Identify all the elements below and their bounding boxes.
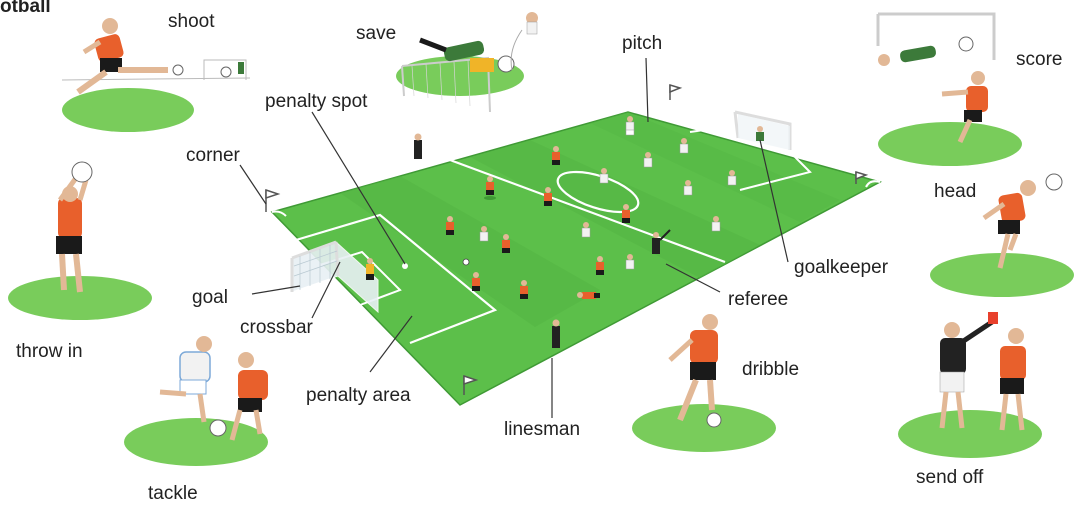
label-throw-in: throw in [16, 341, 83, 362]
label-head: head [934, 181, 977, 202]
label-send-off: send off [916, 467, 984, 488]
orange-team-players [446, 146, 630, 299]
label-crossbar: crossbar [240, 317, 313, 338]
label-penalty-area: penalty area [306, 385, 411, 406]
corner-flags [265, 83, 869, 395]
label-dribble: dribble [742, 359, 800, 380]
label-pitch: pitch [622, 33, 663, 54]
save-vignette [396, 12, 538, 113]
label-shoot: shoot [168, 11, 215, 32]
goalkeeper-leader [759, 139, 789, 263]
shoot-vignette [61, 18, 251, 132]
label-linesman: linesman [504, 419, 581, 440]
throw-in-vignette [8, 161, 152, 320]
head-vignette [930, 173, 1074, 297]
label-save: save [356, 23, 397, 44]
send-off-vignette [898, 312, 1042, 458]
title-fragment: otball [0, 0, 51, 17]
dribble-vignette [632, 314, 776, 452]
label-goal: goal [192, 287, 228, 308]
crossbar-leader [311, 261, 341, 319]
pitch-officials [366, 126, 764, 348]
score-vignette [876, 12, 1022, 166]
label-goalkeeper: goalkeeper [794, 257, 889, 278]
label-tackle: tackle [148, 483, 198, 504]
leader-lines [239, 57, 789, 418]
pitch-leader [645, 57, 649, 123]
tackle-vignette [124, 336, 268, 466]
corner-leader [239, 164, 267, 205]
left-goal [290, 240, 379, 314]
goal-leader [251, 285, 301, 295]
label-referee: referee [728, 289, 789, 310]
white-team-players [479, 116, 737, 270]
label-penalty-spot: penalty spot [265, 91, 368, 112]
penalty-area-leader [369, 315, 413, 373]
penalty-spot-leader [311, 111, 406, 265]
label-corner: corner [186, 145, 240, 166]
referee-leader [665, 263, 721, 293]
label-score: score [1016, 49, 1063, 70]
